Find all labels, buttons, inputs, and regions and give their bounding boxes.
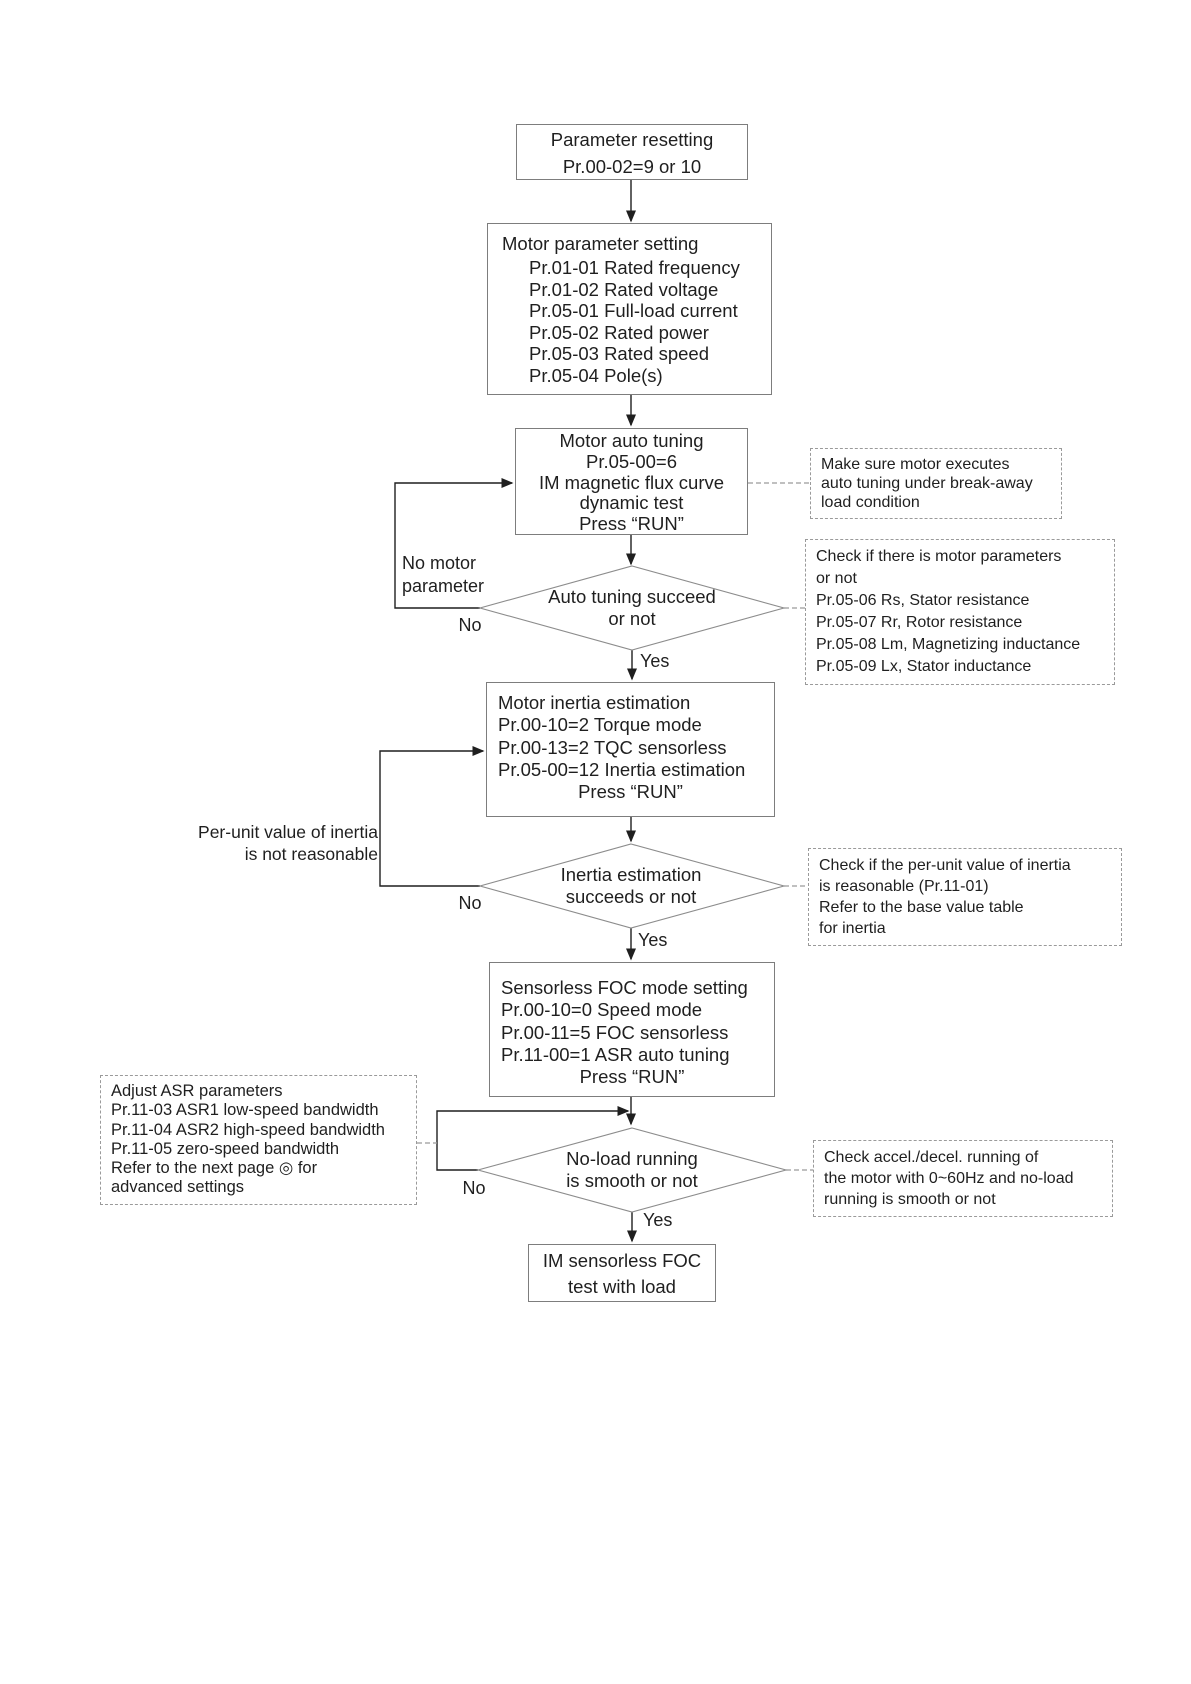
label-line: No motor — [402, 553, 477, 573]
note-line: Pr.11-03 ASR1 low-speed bandwidth — [111, 1101, 379, 1120]
decision-line: No-load running — [566, 1148, 698, 1169]
node-line: Pr.00-02=9 or 10 — [562, 156, 702, 177]
decision-line: is smooth or not — [566, 1170, 698, 1191]
node-motor-auto-tuning: Motor auto tuning Pr.05-00=6 IM magnetic… — [515, 428, 748, 535]
param-item: Pr.05-02 Rated power — [529, 321, 709, 343]
label-line: is not reasonable — [244, 843, 378, 864]
decision-auto-tuning-shape — [477, 565, 787, 651]
note-line: is reasonable (Pr.11-01) — [819, 878, 989, 895]
param-item: Pr.01-01 Rated frequency — [529, 257, 740, 278]
node-sensorless-foc-mode-setting: Sensorless FOC mode setting Pr.00-10=0 S… — [489, 962, 775, 1097]
param-item: Pr.05-03 Rated speed — [529, 343, 709, 364]
note-line: Pr.05-06 Rs, Stator resistance — [816, 592, 1030, 609]
decision-line: Inertia estimation — [560, 864, 702, 885]
label-no-1: No — [458, 615, 482, 635]
node-motor-inertia-estimation: Motor inertia estimation Pr.00-10=2 Torq… — [486, 682, 775, 817]
decision-line: Auto tuning succeed — [548, 586, 716, 607]
note-motor-parameters-check: Check if there is motor parameters or no… — [805, 539, 1115, 685]
param-item: Pr.00-10=0 Speed mode — [501, 999, 703, 1021]
label-per-unit-inertia: Per-unit value of inertia is not reasona… — [148, 822, 378, 865]
node-title: Motor inertia estimation — [498, 692, 691, 713]
node-parameter-resetting: Parameter resetting Pr.00-02=9 or 10 — [516, 124, 748, 180]
node-action: Press “RUN” — [579, 1066, 685, 1088]
node-line: dynamic test — [579, 492, 684, 514]
param-item: Pr.00-13=2 TQC sensorless — [498, 736, 727, 758]
note-line: Pr.11-05 zero-speed bandwidth — [111, 1139, 340, 1158]
loop-no-motor-parameter — [394, 478, 514, 609]
param-item: Pr.01-02 Rated voltage — [529, 278, 719, 300]
label-line: parameter — [402, 575, 485, 596]
parameter-list: Pr.01-01 Rated frequency Pr.01-02 Rated … — [502, 257, 771, 386]
label-yes-3: Yes — [643, 1210, 673, 1230]
note-break-away-load: Make sure motor executes auto tuning und… — [810, 448, 1062, 519]
label-no-2: No — [458, 893, 482, 913]
param-item: Pr.00-10=2 Torque mode — [498, 714, 702, 736]
label-no-motor-parameter: No motor parameter — [402, 552, 484, 597]
note-line: Check accel./decel. running of — [824, 1149, 1039, 1166]
note-line: or not — [816, 570, 857, 587]
note-line: Pr.05-07 Rr, Rotor resistance — [816, 614, 1023, 631]
label-no-3: No — [462, 1178, 486, 1198]
decision-line: succeeds or not — [565, 886, 697, 907]
loop-inertia-not-reasonable — [379, 746, 485, 887]
note-line: Refer to the base value table — [819, 899, 1024, 916]
parameter-list: Motor inertia estimation Pr.00-10=2 Torq… — [487, 692, 774, 781]
label-yes-2: Yes — [638, 930, 668, 950]
note-line: Pr.11-04 ASR2 high-speed bandwidth — [111, 1120, 385, 1139]
decision-no-load-running: No-load running is smooth or not — [500, 1148, 764, 1192]
note-line: the motor with 0~60Hz and no-load — [824, 1170, 1074, 1187]
note-line: Refer to the next page ◎ for — [111, 1159, 318, 1178]
param-item: Pr.00-11=5 FOC sensorless — [501, 1021, 729, 1043]
node-motor-parameter-setting: Motor parameter setting Pr.01-01 Rated f… — [487, 223, 772, 395]
param-item: Pr.11-00=1 ASR auto tuning — [501, 1043, 730, 1065]
node-line: test with load — [568, 1276, 676, 1297]
note-line: Pr.05-08 Lm, Magnetizing inductance — [816, 636, 1081, 653]
label-yes-1: Yes — [640, 651, 670, 671]
note-accel-decel-check: Check accel./decel. running of the motor… — [813, 1140, 1113, 1217]
parameter-list: Sensorless FOC mode setting Pr.00-10=0 S… — [490, 977, 774, 1066]
note-line: running is smooth or not — [824, 1191, 996, 1208]
note-line: auto tuning under break-away — [821, 475, 1033, 492]
node-line: Parameter resetting — [550, 129, 714, 150]
param-item: Pr.05-04 Pole(s) — [529, 364, 663, 386]
note-line: Pr.05-09 Lx, Stator inductance — [816, 658, 1032, 675]
node-line: IM magnetic flux curve — [538, 471, 725, 493]
node-line: Pr.05-00=6 — [585, 450, 678, 472]
label-line: Per-unit value of inertia — [198, 822, 378, 842]
note-line: load condition — [821, 494, 920, 511]
node-line: Press “RUN” — [579, 513, 684, 535]
note-line: for inertia — [819, 920, 886, 937]
decision-auto-tuning: Auto tuning succeed or not — [500, 586, 764, 630]
node-title: Sensorless FOC mode setting — [501, 977, 748, 998]
node-im-sensorless-foc-test: IM sensorless FOC test with load — [528, 1244, 716, 1302]
node-line: Motor auto tuning — [559, 430, 704, 451]
loop-adjust-asr — [436, 1106, 630, 1171]
note-line: advanced settings — [111, 1178, 245, 1197]
note-line: Check if the per-unit value of inertia — [819, 857, 1071, 874]
note-adjust-asr-parameters: Adjust ASR parameters Pr.11-03 ASR1 low-… — [100, 1075, 417, 1205]
node-action: Press “RUN” — [578, 781, 683, 803]
note-inertia-per-unit-check: Check if the per-unit value of inertia i… — [808, 848, 1122, 946]
note-line: Make sure motor executes — [821, 456, 1010, 473]
param-item: Pr.05-01 Full-load current — [529, 300, 738, 321]
decision-inertia-shape — [477, 843, 787, 929]
node-title: Motor parameter setting — [502, 233, 699, 254]
decision-inertia-estimation: Inertia estimation succeeds or not — [499, 864, 763, 908]
note-line: Adjust ASR parameters — [111, 1082, 283, 1100]
node-line: IM sensorless FOC — [542, 1250, 702, 1271]
decision-line: or not — [608, 608, 656, 629]
decision-no-load-shape — [475, 1127, 789, 1213]
param-item: Pr.05-00=12 Inertia estimation — [498, 758, 746, 780]
note-line: Check if there is motor parameters — [816, 548, 1062, 565]
